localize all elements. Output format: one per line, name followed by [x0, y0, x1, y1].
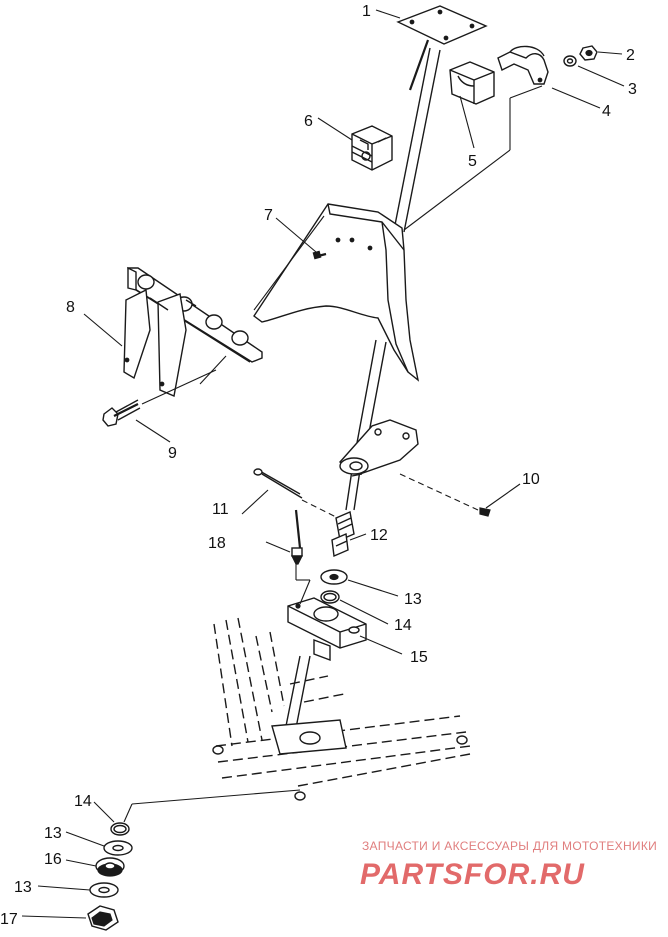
part-13-washer-lower-2	[89, 882, 119, 898]
part-13-washer-upper	[320, 569, 348, 585]
part-18-rivet	[291, 509, 303, 565]
callout-5: 5	[468, 153, 477, 170]
callout-2: 2	[626, 47, 635, 64]
callout-1: 1	[362, 3, 371, 20]
part-15-pitman-block	[287, 597, 367, 662]
part-8-bracket	[123, 266, 263, 397]
chassis-frame-phantom	[212, 617, 471, 801]
upper-steering-shaft	[393, 47, 441, 233]
callout-13-lower-2: 13	[14, 879, 32, 896]
callout-4: 4	[602, 103, 611, 120]
part-10-pin	[479, 507, 491, 517]
steering-support-panel	[253, 203, 420, 382]
leader-lines	[21, 9, 625, 919]
callout-18: 18	[208, 535, 226, 552]
callout-13-upper: 13	[404, 591, 422, 608]
part-2-nut	[579, 45, 598, 61]
part-14-oring-lower	[110, 822, 130, 836]
part-4-u-clamp	[497, 45, 549, 85]
part-9-bolt	[102, 399, 141, 427]
part-11-cotter-pin	[253, 468, 303, 499]
callout-8: 8	[66, 299, 75, 316]
callout-12: 12	[370, 527, 388, 544]
part-12-spline-end	[331, 511, 355, 558]
callout-9: 9	[168, 445, 177, 462]
callout-14-upper: 14	[394, 617, 412, 634]
part-3-washer	[563, 55, 577, 67]
callout-6: 6	[304, 113, 313, 130]
callout-3: 3	[628, 81, 637, 98]
callout-10: 10	[522, 471, 540, 488]
part-16-bushing	[95, 857, 125, 877]
callout-15: 15	[410, 649, 428, 666]
column-flange-plate	[338, 419, 419, 477]
callout-13-lower-1: 13	[44, 825, 62, 842]
callout-7: 7	[264, 207, 273, 224]
part-1-top-plate	[396, 5, 488, 91]
watermark-caption: ЗАПЧАСТИ И АКСЕССУАРЫ ДЛЯ МОТОТЕХНИКИ	[362, 839, 657, 853]
callout-11: 11	[212, 501, 229, 518]
part-5-clamp-block	[449, 61, 495, 105]
callout-16: 16	[44, 851, 62, 868]
part-13-washer-lower-1	[103, 840, 133, 856]
part-14-oring-upper	[320, 590, 340, 604]
part-6-rubber-block	[351, 125, 393, 171]
callout-17: 17	[0, 911, 18, 928]
callout-labels: 1 2 3 4 5 6 7 8 9 10 11 12 13 14 15 18 1…	[0, 3, 637, 928]
watermark-logo: PARTSFOR.RU	[360, 858, 585, 891]
part-7-screw	[312, 250, 327, 260]
part-17-castle-nut	[87, 905, 119, 931]
callout-14-lower: 14	[74, 793, 92, 810]
watermark: ЗАПЧАСТИ И АКСЕССУАРЫ ДЛЯ МОТОТЕХНИКИ PA…	[360, 839, 657, 891]
